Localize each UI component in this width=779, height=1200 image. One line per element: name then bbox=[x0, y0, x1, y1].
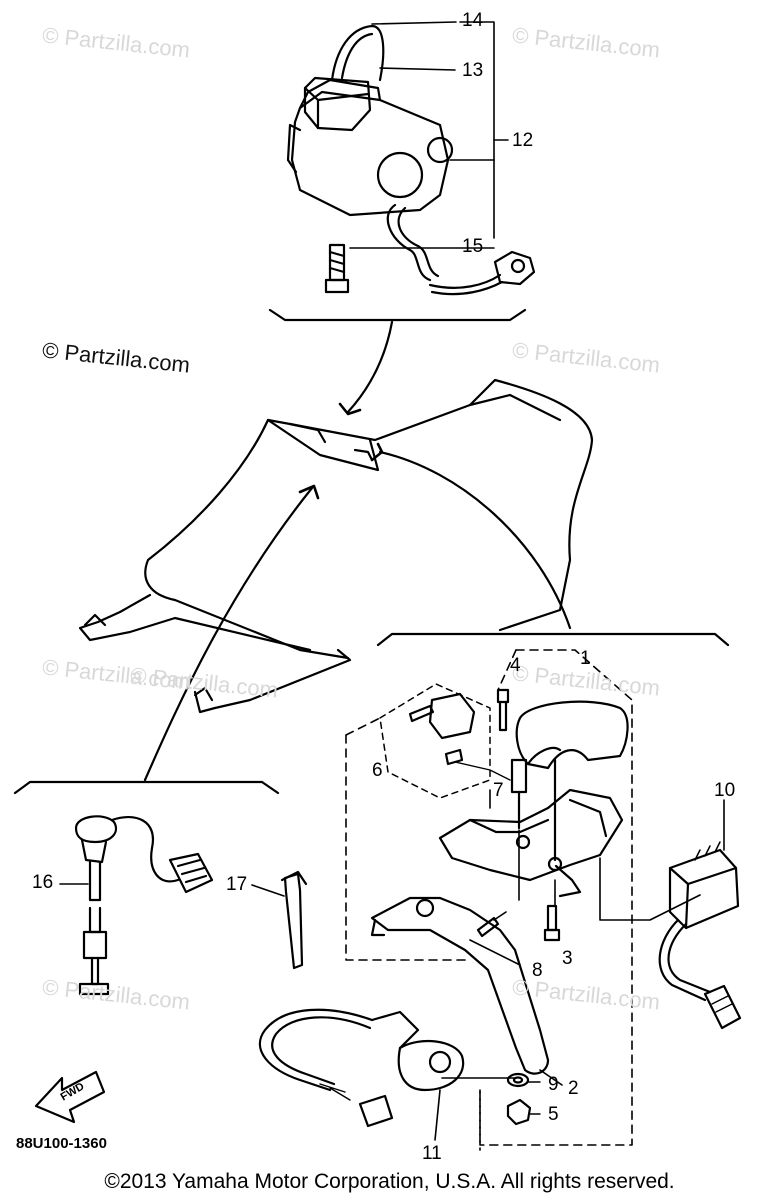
screw-8 bbox=[476, 916, 500, 938]
left-parts-group bbox=[13, 780, 308, 996]
callout-2: 2 bbox=[568, 1078, 579, 1099]
arrow-bottom-left-to-sled bbox=[143, 486, 314, 782]
callout-6: 6 bbox=[372, 760, 383, 781]
sensor-11-cable bbox=[258, 1008, 374, 1092]
clamp-block bbox=[428, 692, 476, 740]
switch-10-cable bbox=[658, 918, 707, 1002]
callout-1: 1 bbox=[580, 648, 591, 669]
callout-14: 14 bbox=[462, 10, 484, 31]
arrow-top-to-sled bbox=[346, 320, 394, 414]
callout-10: 10 bbox=[714, 780, 736, 801]
switch-10-connector bbox=[703, 984, 742, 1030]
switch-cable bbox=[386, 203, 432, 282]
lever-assembly-group bbox=[34, 632, 742, 1151]
drawing-code: 88U100-1360 bbox=[16, 1135, 107, 1152]
callout-17: 17 bbox=[226, 874, 248, 895]
collar-7 bbox=[510, 758, 528, 794]
callout-9: 9 bbox=[548, 1074, 559, 1095]
tether-17 bbox=[283, 872, 304, 970]
callout-15: 15 bbox=[462, 236, 484, 257]
sensor-11-connector bbox=[358, 1094, 394, 1128]
kill-switch-connector bbox=[168, 852, 214, 894]
nut-5 bbox=[506, 1098, 532, 1126]
callout-5: 5 bbox=[548, 1104, 559, 1125]
fwd-arrow-icon bbox=[34, 1070, 106, 1124]
washer-9 bbox=[506, 1072, 530, 1088]
switch-housing-assembly bbox=[268, 21, 536, 416]
switch-wire-loop bbox=[330, 24, 385, 82]
bolt-4 bbox=[496, 688, 510, 704]
callout-13: 13 bbox=[462, 60, 484, 81]
copyright-notice: ©2013 Yamaha Motor Corporation, U.S.A. A… bbox=[104, 1170, 675, 1193]
lever-bracket bbox=[438, 788, 624, 882]
callout-16: 16 bbox=[32, 872, 54, 893]
switch-housing-body bbox=[290, 90, 450, 217]
kill-switch-cable bbox=[110, 815, 180, 883]
switch-connector bbox=[493, 250, 536, 286]
switch-10 bbox=[668, 848, 740, 930]
bolt-3 bbox=[546, 904, 558, 932]
kill-switch-cap bbox=[74, 815, 118, 844]
snowmobile-outline bbox=[78, 378, 594, 782]
callout-11: 11 bbox=[422, 1143, 442, 1164]
arrow-sled-to-lever bbox=[378, 450, 572, 630]
switch-knob bbox=[376, 151, 424, 199]
callout-8: 8 bbox=[532, 960, 543, 981]
sensor-11-body bbox=[397, 1040, 465, 1092]
callout-3: 3 bbox=[562, 948, 573, 969]
clamp-screw bbox=[408, 704, 435, 723]
callout-12: 12 bbox=[512, 130, 534, 151]
callout-4: 4 bbox=[510, 655, 521, 676]
callout-7: 7 bbox=[493, 780, 504, 801]
switch-button bbox=[303, 76, 372, 132]
cover-1 bbox=[515, 700, 629, 770]
